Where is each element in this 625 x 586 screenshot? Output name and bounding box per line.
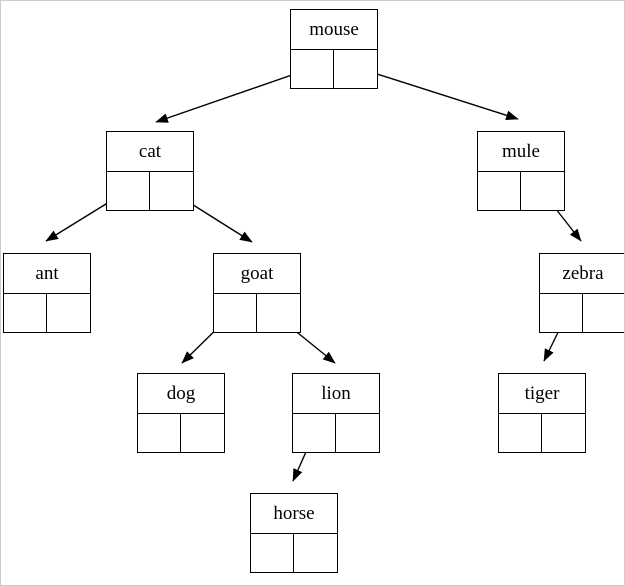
- tree-node-tiger[interactable]: tiger: [498, 373, 586, 453]
- node-label-goat: goat: [214, 254, 300, 294]
- tree-node-lion[interactable]: lion: [292, 373, 380, 453]
- tree-node-cat[interactable]: cat: [106, 131, 194, 211]
- node-pointers-mouse: [291, 50, 377, 88]
- node-label-dog: dog: [138, 374, 224, 414]
- tree-node-mouse[interactable]: mouse: [290, 9, 378, 89]
- left-pointer-cell-mouse[interactable]: [291, 50, 334, 88]
- node-label-horse: horse: [251, 494, 337, 534]
- tree-node-dog[interactable]: dog: [137, 373, 225, 453]
- right-pointer-cell-goat[interactable]: [257, 294, 300, 332]
- right-pointer-cell-horse[interactable]: [294, 534, 337, 572]
- node-pointers-horse: [251, 534, 337, 572]
- node-label-zebra: zebra: [540, 254, 624, 294]
- node-pointers-zebra: [540, 294, 624, 332]
- node-label-mouse: mouse: [291, 10, 377, 50]
- right-pointer-cell-dog[interactable]: [181, 414, 224, 452]
- left-pointer-cell-horse[interactable]: [251, 534, 294, 572]
- left-pointer-cell-lion[interactable]: [293, 414, 336, 452]
- edge-mouse-left-to-cat: [155, 67, 313, 123]
- node-pointers-lion: [293, 414, 379, 452]
- left-pointer-cell-dog[interactable]: [138, 414, 181, 452]
- node-pointers-ant: [4, 294, 90, 332]
- right-pointer-cell-cat[interactable]: [150, 172, 193, 210]
- left-pointer-cell-ant[interactable]: [4, 294, 47, 332]
- node-pointers-cat: [107, 172, 193, 210]
- node-pointers-mule: [478, 172, 564, 210]
- left-pointer-cell-tiger[interactable]: [499, 414, 542, 452]
- node-pointers-tiger: [499, 414, 585, 452]
- right-pointer-cell-mouse[interactable]: [334, 50, 377, 88]
- edge-mouse-right-to-mule: [354, 66, 519, 121]
- node-pointers-goat: [214, 294, 300, 332]
- node-label-cat: cat: [107, 132, 193, 172]
- tree-node-mule[interactable]: mule: [477, 131, 565, 211]
- right-pointer-cell-mule[interactable]: [521, 172, 564, 210]
- tree-node-horse[interactable]: horse: [250, 493, 338, 573]
- right-pointer-cell-ant[interactable]: [47, 294, 90, 332]
- left-pointer-cell-goat[interactable]: [214, 294, 257, 332]
- node-label-ant: ant: [4, 254, 90, 294]
- left-pointer-cell-mule[interactable]: [478, 172, 521, 210]
- tree-node-ant[interactable]: ant: [3, 253, 91, 333]
- node-pointers-dog: [138, 414, 224, 452]
- node-label-mule: mule: [478, 132, 564, 172]
- tree-node-zebra[interactable]: zebra: [539, 253, 624, 333]
- node-label-tiger: tiger: [499, 374, 585, 414]
- node-label-lion: lion: [293, 374, 379, 414]
- right-pointer-cell-lion[interactable]: [336, 414, 379, 452]
- left-pointer-cell-zebra[interactable]: [540, 294, 583, 332]
- tree-node-goat[interactable]: goat: [213, 253, 301, 333]
- right-pointer-cell-tiger[interactable]: [542, 414, 585, 452]
- right-pointer-cell-zebra[interactable]: [583, 294, 624, 332]
- left-pointer-cell-cat[interactable]: [107, 172, 150, 210]
